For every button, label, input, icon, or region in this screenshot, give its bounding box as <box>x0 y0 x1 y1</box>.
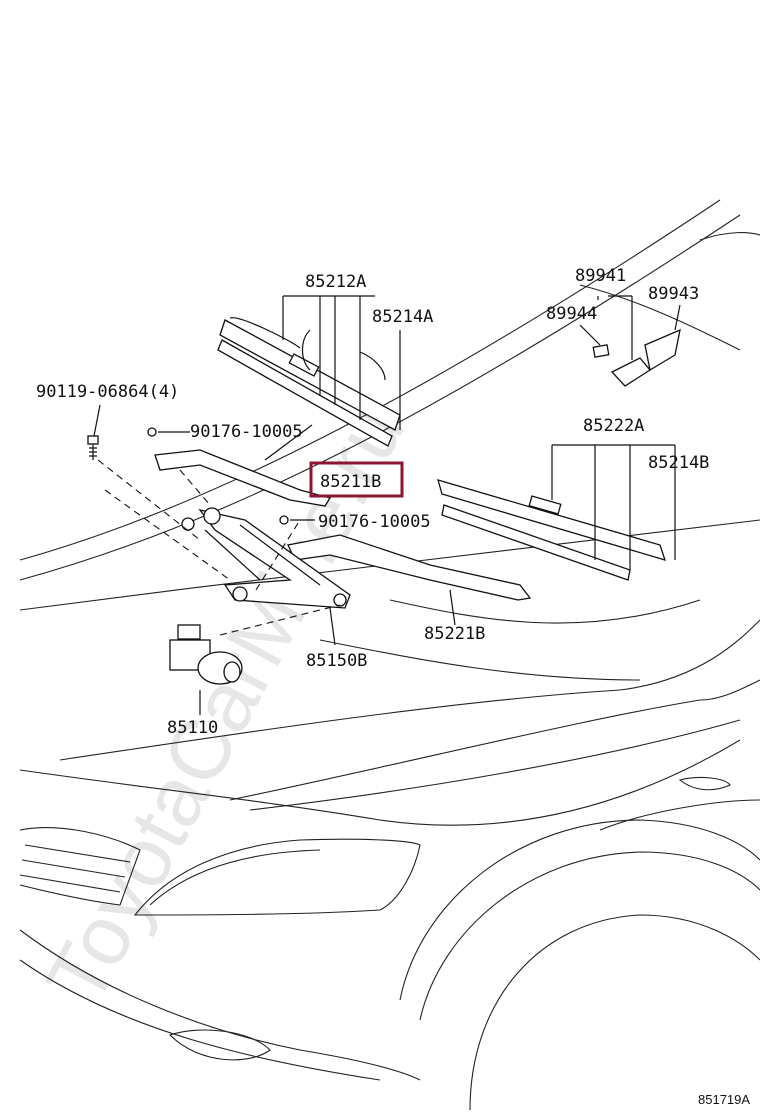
part-labels: 85212A 85214A 89941 89943 89944 90119-06… <box>36 266 750 1107</box>
leader-lines <box>93 295 681 715</box>
label-90176-10005-mid[interactable]: 90176-10005 <box>318 512 431 532</box>
wiper-arm-85221B <box>279 515 532 601</box>
wiper-blade-85222A <box>437 479 667 581</box>
label-85110[interactable]: 85110 <box>167 718 218 738</box>
label-89944[interactable]: 89944 <box>546 304 597 324</box>
label-89943[interactable]: 89943 <box>648 284 699 304</box>
wiper-motor-85110 <box>169 624 243 685</box>
wiper-blade-85212A <box>217 317 401 447</box>
label-85222A[interactable]: 85222A <box>583 416 644 436</box>
label-90176-10005-top[interactable]: 90176-10005 <box>190 422 303 442</box>
label-85214A[interactable]: 85214A <box>372 307 433 327</box>
bolt-90119 <box>87 435 99 460</box>
highlight-box-85211B <box>309 461 404 498</box>
figure-code: 851719A <box>698 1092 750 1107</box>
label-85212A[interactable]: 85212A <box>305 272 366 292</box>
car-body-outline <box>19 199 760 1111</box>
label-85221B[interactable]: 85221B <box>424 624 485 644</box>
label-89941[interactable]: 89941 <box>575 266 626 286</box>
label-85150B[interactable]: 85150B <box>306 651 367 671</box>
label-90119-06864[interactable]: 90119-06864(4) <box>36 382 179 402</box>
wiper-arm-85211B <box>147 427 332 507</box>
label-85211B[interactable]: 85211B <box>320 472 381 492</box>
label-85214B[interactable]: 85214B <box>648 453 709 473</box>
dashed-guides <box>97 459 341 636</box>
washer-nozzle <box>592 328 681 387</box>
